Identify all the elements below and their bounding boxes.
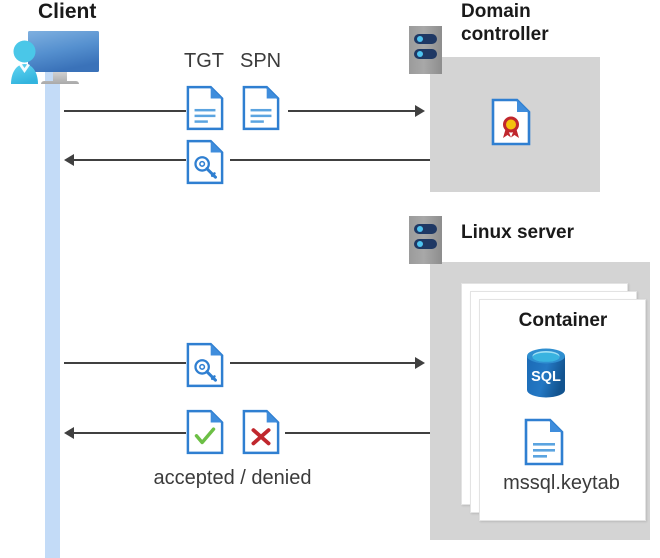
server-rack-icon-linux	[409, 216, 442, 264]
flow2-line-right	[230, 159, 430, 161]
document-cross-icon	[242, 409, 280, 455]
document-certificate-icon	[491, 98, 531, 146]
flow3-line-left	[64, 362, 186, 364]
document-lines-icon-keytab	[524, 418, 564, 466]
server-rack-icon	[409, 26, 442, 74]
client-workstation-user-icon	[9, 24, 109, 96]
client-title: Client	[38, 0, 97, 23]
document-lines-icon-tgt	[186, 85, 224, 131]
tgt-label: TGT	[184, 50, 224, 72]
client-lifeline	[45, 70, 60, 558]
flow1-line-right	[288, 110, 415, 112]
flow4-line-left	[74, 432, 186, 434]
flow3-arrowhead	[415, 357, 425, 369]
domain-controller-title-line1: Domain	[461, 1, 531, 22]
flow2-arrowhead	[64, 154, 74, 166]
document-key-icon-ticket	[186, 139, 224, 185]
spn-label: SPN	[240, 50, 282, 72]
flow1-arrowhead	[415, 105, 425, 117]
container-title: Container	[518, 310, 608, 331]
flow2-line-left	[74, 159, 186, 161]
keytab-filename-label: mssql.keytab	[503, 472, 620, 494]
flow3-line-right	[230, 362, 415, 364]
domain-controller-title-line2: controller	[461, 24, 549, 45]
container-card-front	[479, 299, 646, 521]
svg-text:SQL: SQL	[531, 369, 561, 385]
flow1-line-left	[64, 110, 186, 112]
flow4-line-right	[285, 432, 430, 434]
flow4-arrowhead	[64, 427, 74, 439]
document-lines-icon-spn	[242, 85, 280, 131]
document-key-icon-request	[186, 342, 224, 388]
document-check-icon	[186, 409, 224, 455]
linux-server-title: Linux server	[461, 222, 574, 243]
accepted-denied-label: accepted / denied	[153, 467, 312, 489]
sql-database-icon: SQL	[524, 347, 568, 399]
